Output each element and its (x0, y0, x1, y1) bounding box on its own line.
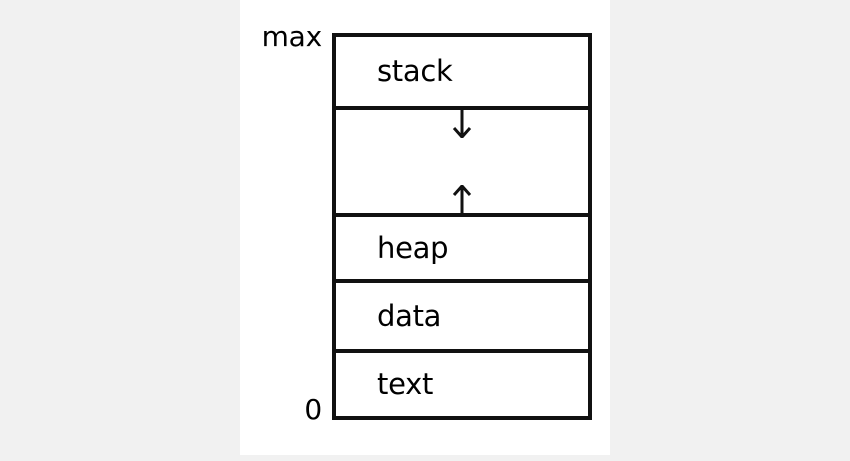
memory-segment-heap: heap (336, 213, 588, 279)
memory-layout-box: stack heap data text (332, 33, 592, 420)
arrow-up-icon (449, 185, 475, 213)
axis-label-zero: 0 (304, 393, 322, 426)
memory-segment-data: data (336, 279, 588, 349)
memory-segment-gap (336, 106, 588, 213)
memory-segment-text: text (336, 349, 588, 416)
memory-segment-stack: stack (336, 37, 588, 106)
axis-label-max: max (261, 20, 323, 53)
memory-segment-stack-label: stack (377, 54, 453, 88)
memory-segment-data-label: data (377, 298, 442, 333)
memory-segment-heap-label: heap (377, 230, 449, 265)
arrow-down-icon (449, 110, 475, 138)
diagram-canvas: max 0 stack heap d (240, 0, 610, 455)
memory-segment-text-label: text (377, 367, 434, 401)
